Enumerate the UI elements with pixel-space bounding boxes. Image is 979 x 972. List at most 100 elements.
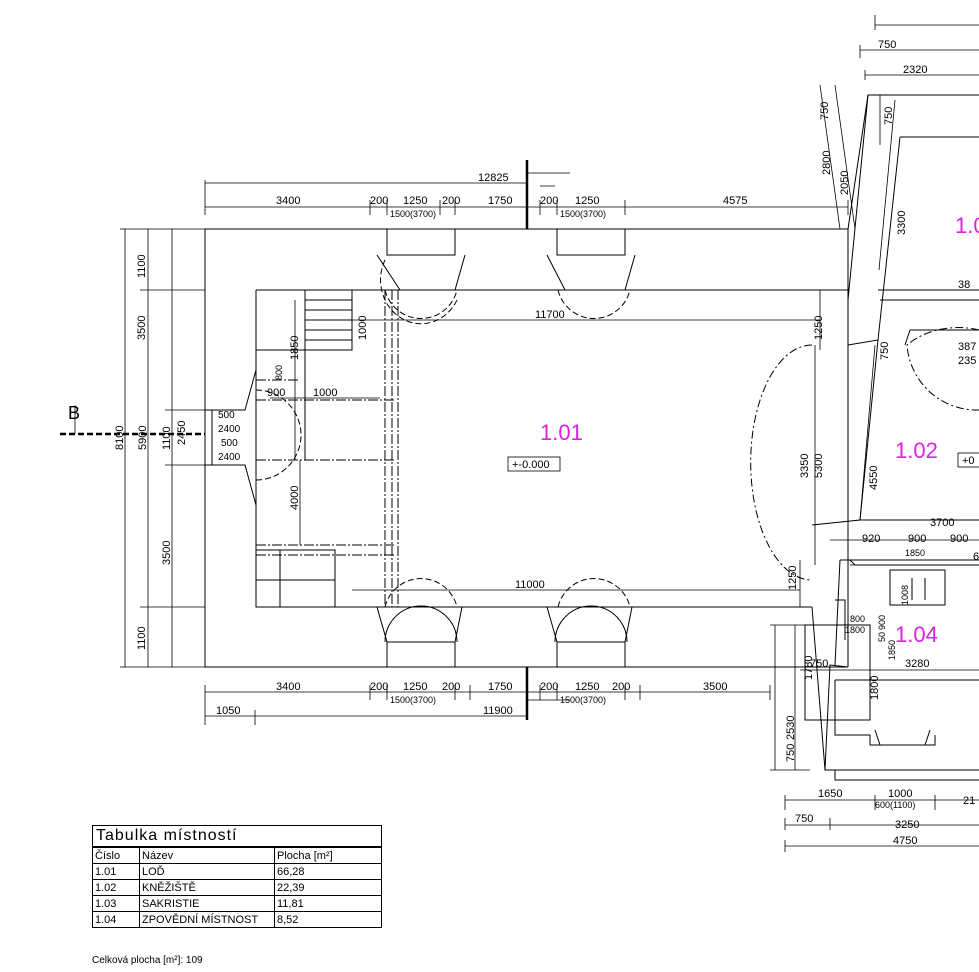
level-102: +0 [962,455,975,467]
room-number: 1.03 [93,895,140,912]
dim: 3400 [276,681,300,693]
dim: 200 [540,681,558,693]
dim: 1250 [575,195,599,207]
dim: 6 [973,551,979,563]
dim: 500 [218,410,235,421]
dim: 1000 [357,316,369,340]
dim: 3700 [930,517,954,529]
room-label-102: 1.02 [895,438,938,463]
table-row: 1.04 ZPOVĚDNÍ MÍSTNOST 8,52 [93,911,381,927]
dim: 750 [785,744,797,762]
table-header-row: Číslo Název Plocha [m²] [93,847,381,864]
main-door [205,369,257,506]
dim: 5900 [137,426,149,450]
col-area-header: Plocha [m²] [274,847,381,864]
dim: 2800 [821,151,833,175]
table-row: 1.02 KNĚŽIŠTĚ 22,39 [93,879,381,896]
dim: 1250 [787,566,799,590]
dim: 50 [877,632,887,642]
dim: 200 [370,195,388,207]
dim: 2530 [785,716,797,740]
dim: 900 [950,533,968,545]
room-area: 66,28 [274,863,381,880]
room-number: 1.02 [93,879,140,896]
dim: 800 [274,365,284,380]
room-label-103: 1.0 [955,213,979,238]
dim: 11900 [483,705,513,717]
room-table: Tabulka místností Číslo Název Plocha [m²… [92,825,382,928]
dim: 900 [877,615,887,630]
dim: 1500(3700) [560,695,606,705]
dim: 3500 [136,316,148,340]
dim: 1800 [845,625,865,635]
col-number-header: Číslo [93,847,140,864]
dim: 2320 [903,64,927,76]
dim: 11000 [515,579,545,591]
dim: 4750 [893,835,917,847]
dim: 21 [963,795,975,807]
dim: 1250 [403,681,427,693]
level-box-102 [957,452,979,468]
dim: 1000 [313,387,337,399]
dim: 3300 [896,211,908,235]
nave-inner-wall [255,289,849,608]
dim: 1250 [813,316,825,340]
dim: 1250 [575,681,599,693]
room-name: KNĚŽIŠTĚ [139,879,275,896]
dim: 1850 [887,640,897,660]
dim: 1780 [803,656,815,680]
dim: 3350 [799,454,811,478]
room-name: ZPOVĚDNÍ MÍSTNOST [139,911,275,927]
dim: 800 [850,614,865,624]
dim: 3500 [703,681,727,693]
dim: 200 [540,195,558,207]
table-row: 1.03 SAKRISTIE 11,81 [93,895,381,912]
dim: 1500(3700) [560,209,606,219]
table-row: 1.01 LOĎ 66,28 [93,863,381,880]
dim: 750 [819,102,831,120]
dim: 2400 [218,424,241,435]
room-number: 1.01 [93,863,140,880]
room-area: 11,81 [274,895,381,912]
dim: 200 [442,681,460,693]
dim: 1850 [905,548,925,558]
dim: 920 [862,533,880,545]
dim: 750 [879,342,891,360]
section-b-label: B [68,403,80,423]
level-101: +-0.000 [512,459,550,471]
dim: 200 [612,681,630,693]
dim: 2450 [176,421,188,445]
dim: 200 [442,195,460,207]
dim: 200 [370,681,388,693]
dim: 4550 [868,466,880,490]
dim: 750 [883,107,895,125]
dim: 3250 [895,819,919,831]
room-name: SAKRISTIE [139,895,275,912]
total-area: Celková plocha [m²]: 109 [92,955,203,966]
dim: 12825 [478,172,509,184]
room-label-101: 1.01 [540,420,583,445]
dim: 750 [795,813,813,825]
dim: 11700 [535,309,565,321]
dim: 2050 [839,171,851,195]
dim: 900 [267,387,285,399]
dim: 3400 [276,195,300,207]
room-name: LOĎ [139,863,275,880]
dim: 1850 [289,336,301,360]
level-box-101 [507,456,561,472]
dim: 900 [908,533,926,545]
room-table-title: Tabulka místností [93,826,381,847]
dim: 1050 [216,705,240,717]
dim: 1500(3700) [390,209,436,219]
room-label-104: 1.04 [895,622,938,647]
dim: 1800 [869,676,881,700]
dim: 3500 [161,541,173,565]
dim: 1650 [818,788,842,800]
dim: 4575 [723,195,747,207]
dim: 500 [221,438,238,449]
dim: 1500(3700) [390,695,436,705]
dim: 8100 [114,426,126,450]
dim: 750 [878,39,896,51]
dim: 1008 [900,585,910,605]
